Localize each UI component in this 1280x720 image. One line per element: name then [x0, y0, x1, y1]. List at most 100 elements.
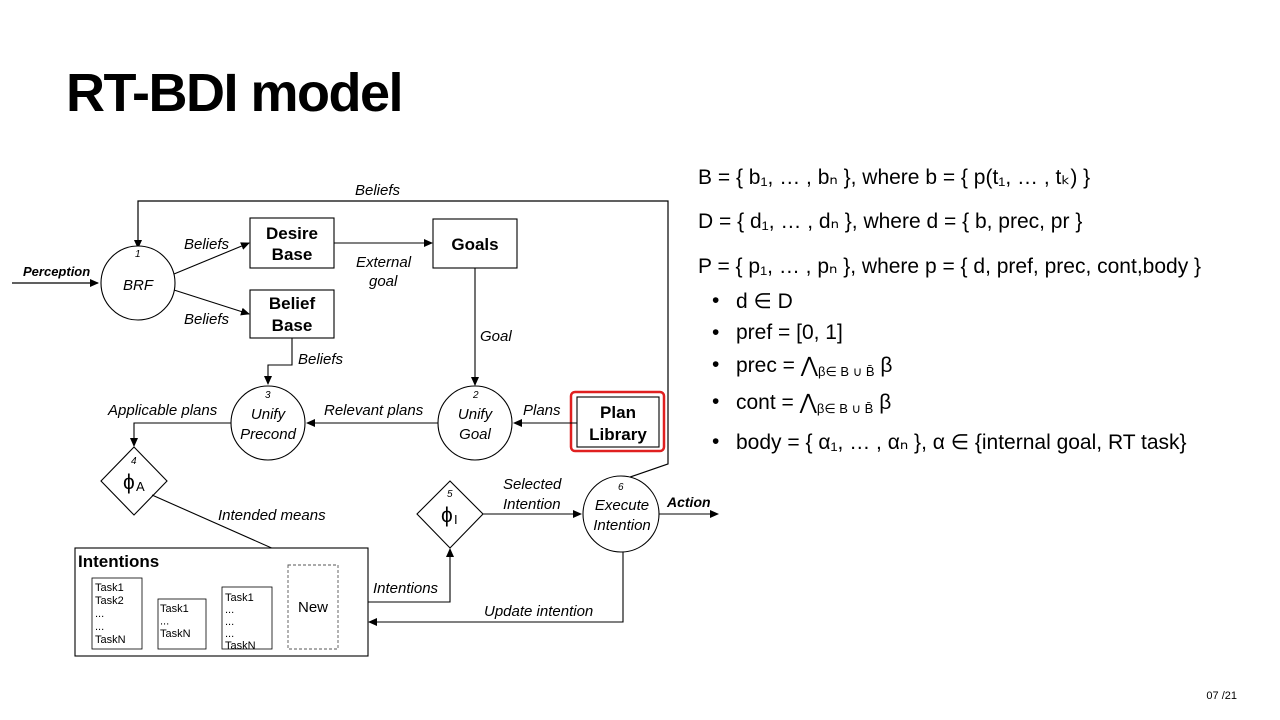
phi-i-subscript: I [454, 512, 458, 527]
action-label: Action [666, 494, 711, 510]
perception-label: Perception [23, 264, 90, 279]
slide-title: RT-BDI model [66, 63, 404, 123]
unify-precond-label-2: Precond [240, 426, 297, 443]
task-line: ... [95, 621, 104, 633]
task-line: Task1 [225, 592, 254, 604]
plan-set-formula: P = { p₁, … , pₙ }, where p = { d, pref,… [698, 255, 1202, 278]
task-line: TaskN [225, 640, 256, 652]
phi-a-symbol: ϕ [123, 471, 135, 494]
desire-base-line1: Desire [266, 224, 318, 243]
goal-arrow-label: Goal [480, 328, 512, 345]
unify-goal-node: 2 Unify Goal [437, 385, 513, 461]
plan-library-line1: Plan [600, 403, 636, 422]
phi-i-node: 5 ϕ I [416, 480, 484, 549]
intentions-arrow-label: Intentions [373, 580, 439, 597]
bullet-text: pref = [0, 1] [736, 321, 843, 344]
bullet-tail: β [874, 354, 893, 377]
unify-precond-label-1: Unify [251, 406, 287, 423]
bullet-marker: • [712, 390, 720, 413]
phi-a-num: 4 [131, 456, 137, 467]
plans-label: Plans [523, 402, 561, 419]
brf-to-belief-label: Beliefs [184, 311, 230, 328]
phi-a-node: 4 ϕ A [100, 446, 168, 516]
task-line: Task1 [160, 603, 189, 615]
brf-to-desire-label: Beliefs [184, 236, 230, 253]
task-line: ... [95, 608, 104, 620]
update-intention-arrow [368, 552, 624, 626]
bullet-prec: • prec = ⋀β∈ B ∪ B̄ β [712, 353, 893, 380]
task-line: Task1 [95, 582, 124, 594]
intended-means-label: Intended means [218, 507, 326, 524]
brf-to-belief-arrow [173, 289, 250, 316]
bullet-subscript: β∈ B ∪ B̄ [816, 401, 874, 416]
goals-box: Goals [432, 218, 518, 269]
belief-base-line1: Belief [269, 294, 316, 313]
bullet-lead: prec = ⋀ [736, 354, 819, 377]
bullet-text: body = { α₁, … , αₙ }, α ∈ {internal goa… [736, 431, 1187, 454]
plan-library-line2: Library [589, 425, 647, 444]
selected-intention-label-2: Intention [503, 496, 561, 513]
beliefs-feedback-arrow [134, 200, 669, 488]
bullet-subscript: β∈ B ∪ B̄ [818, 364, 875, 379]
unify-precond-node: 3 Unify Precond [230, 385, 306, 461]
bullet-marker: • [712, 289, 720, 312]
desire-base-line2: Base [272, 245, 313, 264]
unify-precond-num: 3 [265, 390, 271, 401]
belief-to-precond-arrow [264, 338, 293, 385]
bullet-cont: • cont = ⋀β∈ B ∪ B̄ β [712, 390, 892, 417]
unify-goal-label-2: Goal [459, 426, 491, 443]
bullet-pref: • pref = [0, 1] [712, 321, 843, 345]
bullet-marker: • [712, 353, 720, 376]
task-stack-1 [91, 577, 143, 650]
brf-label: BRF [123, 277, 154, 294]
execute-intention-num: 6 [618, 482, 624, 493]
phi-i-num: 5 [447, 489, 453, 500]
applicable-plans-label: Applicable plans [107, 402, 218, 419]
brf-to-desire-arrow [173, 242, 250, 275]
bullet-body: • body = { α₁, … , αₙ }, α ∈ {internal g… [712, 430, 1187, 455]
page-number: 07 /21 [1206, 690, 1237, 702]
task-line: ... [225, 604, 234, 616]
brf-node: 1 BRF [100, 245, 176, 321]
phi-i-symbol: ϕ [441, 504, 453, 527]
applicable-plans-arrow [130, 422, 231, 447]
task-line: ... [225, 628, 234, 640]
external-goal-label-2: goal [369, 273, 398, 290]
bullet-tail: β [873, 391, 892, 414]
belief-to-precond-label: Beliefs [298, 351, 344, 368]
relevant-plans-label: Relevant plans [324, 402, 424, 419]
intentions-panel-title: Intentions [78, 552, 159, 571]
new-intention-slot [287, 564, 339, 650]
new-intention-label: New [298, 599, 328, 616]
unify-goal-num: 2 [472, 390, 479, 401]
belief-base-box: Belief Base [249, 289, 335, 339]
intentions-arrow [368, 548, 454, 603]
task-line: ... [225, 616, 234, 628]
bullet-text: d ∈ D [736, 290, 793, 313]
task-line: ... [160, 616, 169, 628]
task-stack-2-lines: Task1...TaskN [160, 603, 191, 640]
desire-base-box: Desire Base [249, 217, 335, 269]
belief-set-formula: B = { b₁, … , bₙ }, where b = { p(t₁, … … [698, 166, 1091, 189]
execute-intention-node: 6 Execute Intention [582, 475, 660, 553]
external-goal-label-1: External [356, 254, 412, 271]
bullet-lead: cont = ⋀ [736, 391, 817, 414]
execute-intention-label-2: Intention [593, 517, 651, 534]
update-intention-label: Update intention [484, 603, 593, 620]
bullet-d: • d ∈ D [712, 289, 793, 314]
unify-goal-label-1: Unify [458, 406, 494, 423]
goals-label: Goals [451, 235, 498, 254]
beliefs-feedback-label: Beliefs [355, 182, 401, 199]
task-stack-2 [157, 598, 207, 650]
task-line: TaskN [95, 634, 126, 646]
desire-set-formula: D = { d₁, … , dₙ }, where d = { b, prec,… [698, 210, 1083, 233]
task-stack-3 [221, 586, 273, 650]
task-line: Task2 [95, 595, 124, 607]
task-stack-3-lines: Task1.........TaskN [225, 592, 256, 652]
bullet-marker: • [712, 321, 720, 344]
plan-library-highlight [569, 390, 666, 453]
plan-library-box: Plan Library [569, 390, 666, 453]
